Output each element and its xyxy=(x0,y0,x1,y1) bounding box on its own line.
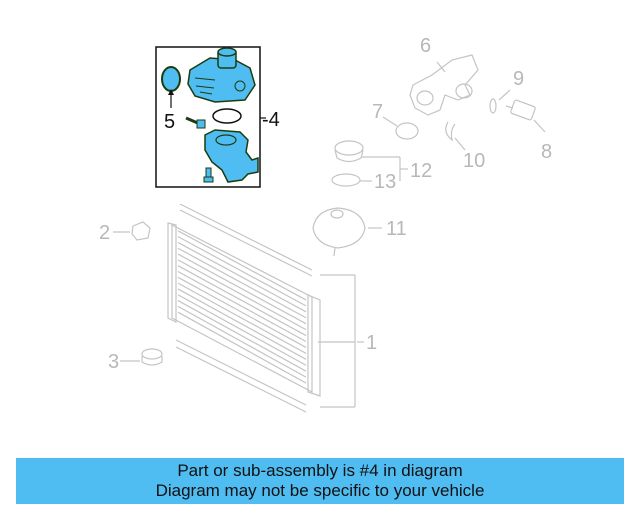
part-3-grommet[interactable] xyxy=(141,348,163,366)
part-lower-housing[interactable] xyxy=(204,129,259,183)
part-9-o-ring[interactable] xyxy=(489,98,497,114)
callout-12-label[interactable]: 12 xyxy=(410,160,432,182)
callout-10-label[interactable]: 10 xyxy=(463,150,485,172)
callout-1-label[interactable]: 1 xyxy=(366,332,377,354)
banner-line-2: Diagram may not be specific to your vehi… xyxy=(155,481,485,500)
callout-3-label[interactable]: 3 xyxy=(108,351,119,373)
part-10-clip[interactable] xyxy=(445,121,456,142)
callout-6-label[interactable]: 6 xyxy=(420,35,431,57)
part-bolt-short[interactable] xyxy=(203,167,214,183)
radiator-fin xyxy=(177,265,307,337)
callout-11-label[interactable]: 11 xyxy=(386,218,407,240)
part-1-radiator[interactable] xyxy=(167,203,321,413)
callout-13-label[interactable]: 13 xyxy=(374,171,396,193)
callout-4-label[interactable]: -4 xyxy=(262,109,280,131)
radiator-fin xyxy=(177,247,307,319)
callout-7-label[interactable]: 7 xyxy=(372,101,383,123)
radiator-fin xyxy=(177,294,307,366)
part-12-cap[interactable] xyxy=(334,140,364,163)
parts-diagram: 5 -4 xyxy=(99,35,552,413)
radiator-fin xyxy=(177,305,307,378)
part-5-o-ring[interactable] xyxy=(161,66,181,92)
part-bolt-long[interactable] xyxy=(185,116,206,129)
radiator-fins xyxy=(177,230,307,384)
part-11-tank[interactable] xyxy=(312,207,366,257)
radiator-fin xyxy=(177,300,307,372)
part-o-ring-middle[interactable] xyxy=(212,108,242,124)
radiator-fin xyxy=(177,259,307,331)
radiator-fin xyxy=(177,230,307,301)
radiator-fin xyxy=(177,241,307,313)
banner-line-1: Part or sub-assembly is #4 in diagram xyxy=(177,461,463,480)
part-7-o-ring[interactable] xyxy=(395,122,419,140)
radiator-fin xyxy=(177,276,307,348)
assembly-4-box xyxy=(155,46,261,188)
part-8-sensor[interactable] xyxy=(505,99,536,121)
callout-9-label[interactable]: 9 xyxy=(513,68,524,90)
radiator-fin xyxy=(177,270,307,343)
radiator-fin xyxy=(177,236,307,307)
radiator-fin xyxy=(177,311,307,384)
callout-5-arrowhead xyxy=(168,89,174,95)
radiator-fin xyxy=(177,288,307,360)
radiator-fin xyxy=(177,253,307,325)
callout-8-label[interactable]: 8 xyxy=(541,141,552,163)
info-banner: Part or sub-assembly is #4 in diagram Di… xyxy=(16,458,624,504)
callout-5-label[interactable]: 5 xyxy=(164,111,175,133)
part-upper-housing[interactable] xyxy=(187,47,256,103)
part-6-flange[interactable] xyxy=(409,54,479,116)
part-2-bracket[interactable] xyxy=(131,221,151,241)
callout-2-label[interactable]: 2 xyxy=(99,222,110,244)
assembly-4-group[interactable] xyxy=(155,46,266,188)
part-13-seal[interactable] xyxy=(331,173,361,187)
radiator-fin xyxy=(177,282,307,354)
